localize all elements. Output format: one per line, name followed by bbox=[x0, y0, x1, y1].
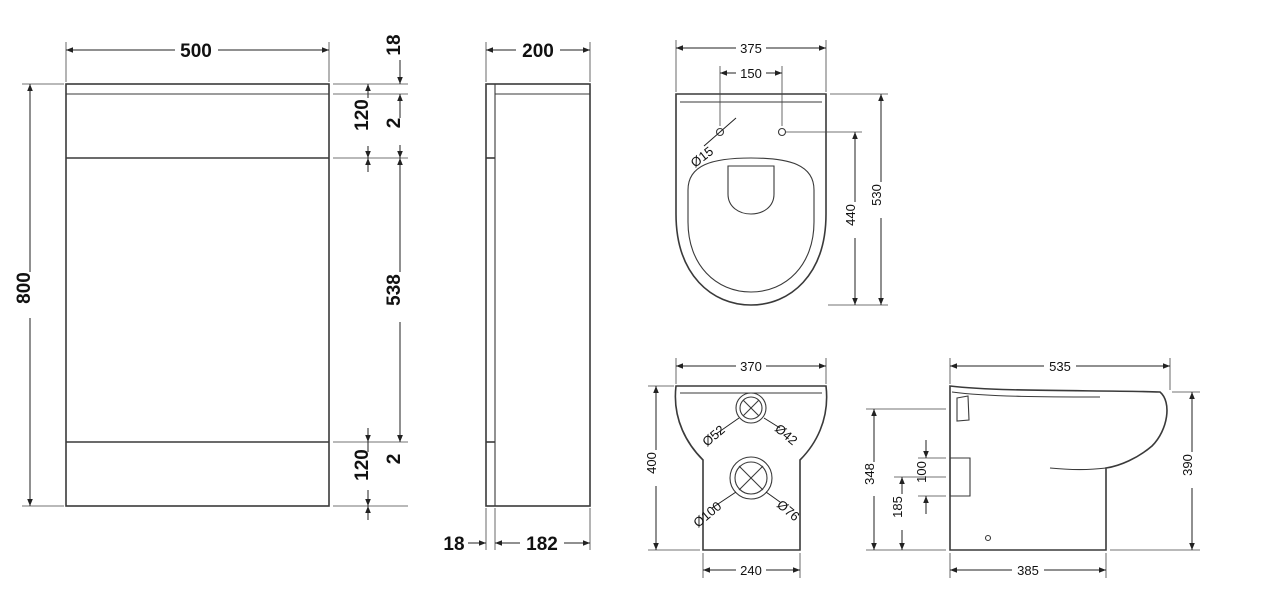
outlet-outer bbox=[729, 456, 773, 500]
dim-fixing-spacing: 150 bbox=[740, 66, 762, 81]
pan-outline-rear bbox=[674, 385, 828, 551]
dim-front-thickness: 18 bbox=[443, 534, 464, 555]
dim-cabinet-depth: 200 bbox=[522, 41, 554, 62]
dim-top-panel: 18 bbox=[384, 34, 405, 55]
toilet-top-view: 375 150 Ø15 440 530 bbox=[675, 40, 888, 306]
dim-toilet-width: 375 bbox=[740, 41, 762, 56]
dim-upper-panel: 120 bbox=[352, 99, 373, 131]
cabinet-side-outline bbox=[485, 83, 591, 507]
seat-outline bbox=[687, 157, 815, 293]
dim-inlet-outer: Ø52 bbox=[699, 422, 727, 449]
cabinet-front-outline bbox=[65, 83, 330, 507]
dim-lower-panel: 120 bbox=[352, 449, 373, 481]
dim-carcass-depth: 182 bbox=[526, 534, 558, 555]
dim-overall-length: 530 bbox=[869, 184, 884, 206]
dim-side-base-length: 385 bbox=[1017, 563, 1039, 578]
outlet-inner bbox=[734, 461, 768, 495]
cabinet-front-view: 500 800 18 120 2 538 120 bbox=[14, 34, 408, 520]
fixing-hole-right bbox=[777, 127, 787, 137]
inlet-profile bbox=[956, 395, 970, 422]
dim-middle-panel: 538 bbox=[384, 274, 405, 306]
dim-outlet-size: 100 bbox=[914, 461, 929, 483]
dim-inlet-inner: Ø42 bbox=[772, 421, 800, 448]
pan-outline-side bbox=[949, 385, 1168, 551]
dim-rear-height: 400 bbox=[644, 452, 659, 474]
cabinet-side-view: 200 18 182 bbox=[443, 41, 591, 555]
inlet-inner bbox=[739, 396, 763, 420]
dim-rear-top-width: 370 bbox=[740, 359, 762, 374]
dim-upper-gap: 2 bbox=[384, 118, 405, 129]
fixing-hole-left bbox=[715, 127, 725, 137]
dim-lower-gap: 2 bbox=[384, 454, 405, 465]
dim-side-overall-height: 390 bbox=[1180, 454, 1195, 476]
dim-side-length: 535 bbox=[1049, 359, 1071, 374]
inlet-outer bbox=[735, 392, 767, 424]
toilet-rear-view: 370 240 400 Ø52 Ø42 Ø100 Ø76 bbox=[644, 358, 828, 578]
outlet-profile bbox=[949, 457, 971, 497]
flush-opening bbox=[727, 165, 775, 215]
dim-rear-base-width: 240 bbox=[740, 563, 762, 578]
dim-fixing-hole: Ø15 bbox=[688, 143, 717, 170]
toilet-side-view: 535 385 390 348 100 185 bbox=[862, 358, 1200, 578]
dim-pan-height: 348 bbox=[862, 463, 877, 485]
pan-outline-top bbox=[675, 93, 827, 306]
dim-cabinet-height: 800 bbox=[14, 272, 35, 304]
dim-length-to-fixing: 440 bbox=[843, 204, 858, 226]
dim-cabinet-width: 500 bbox=[180, 41, 212, 62]
dim-outlet-height: 185 bbox=[890, 496, 905, 518]
